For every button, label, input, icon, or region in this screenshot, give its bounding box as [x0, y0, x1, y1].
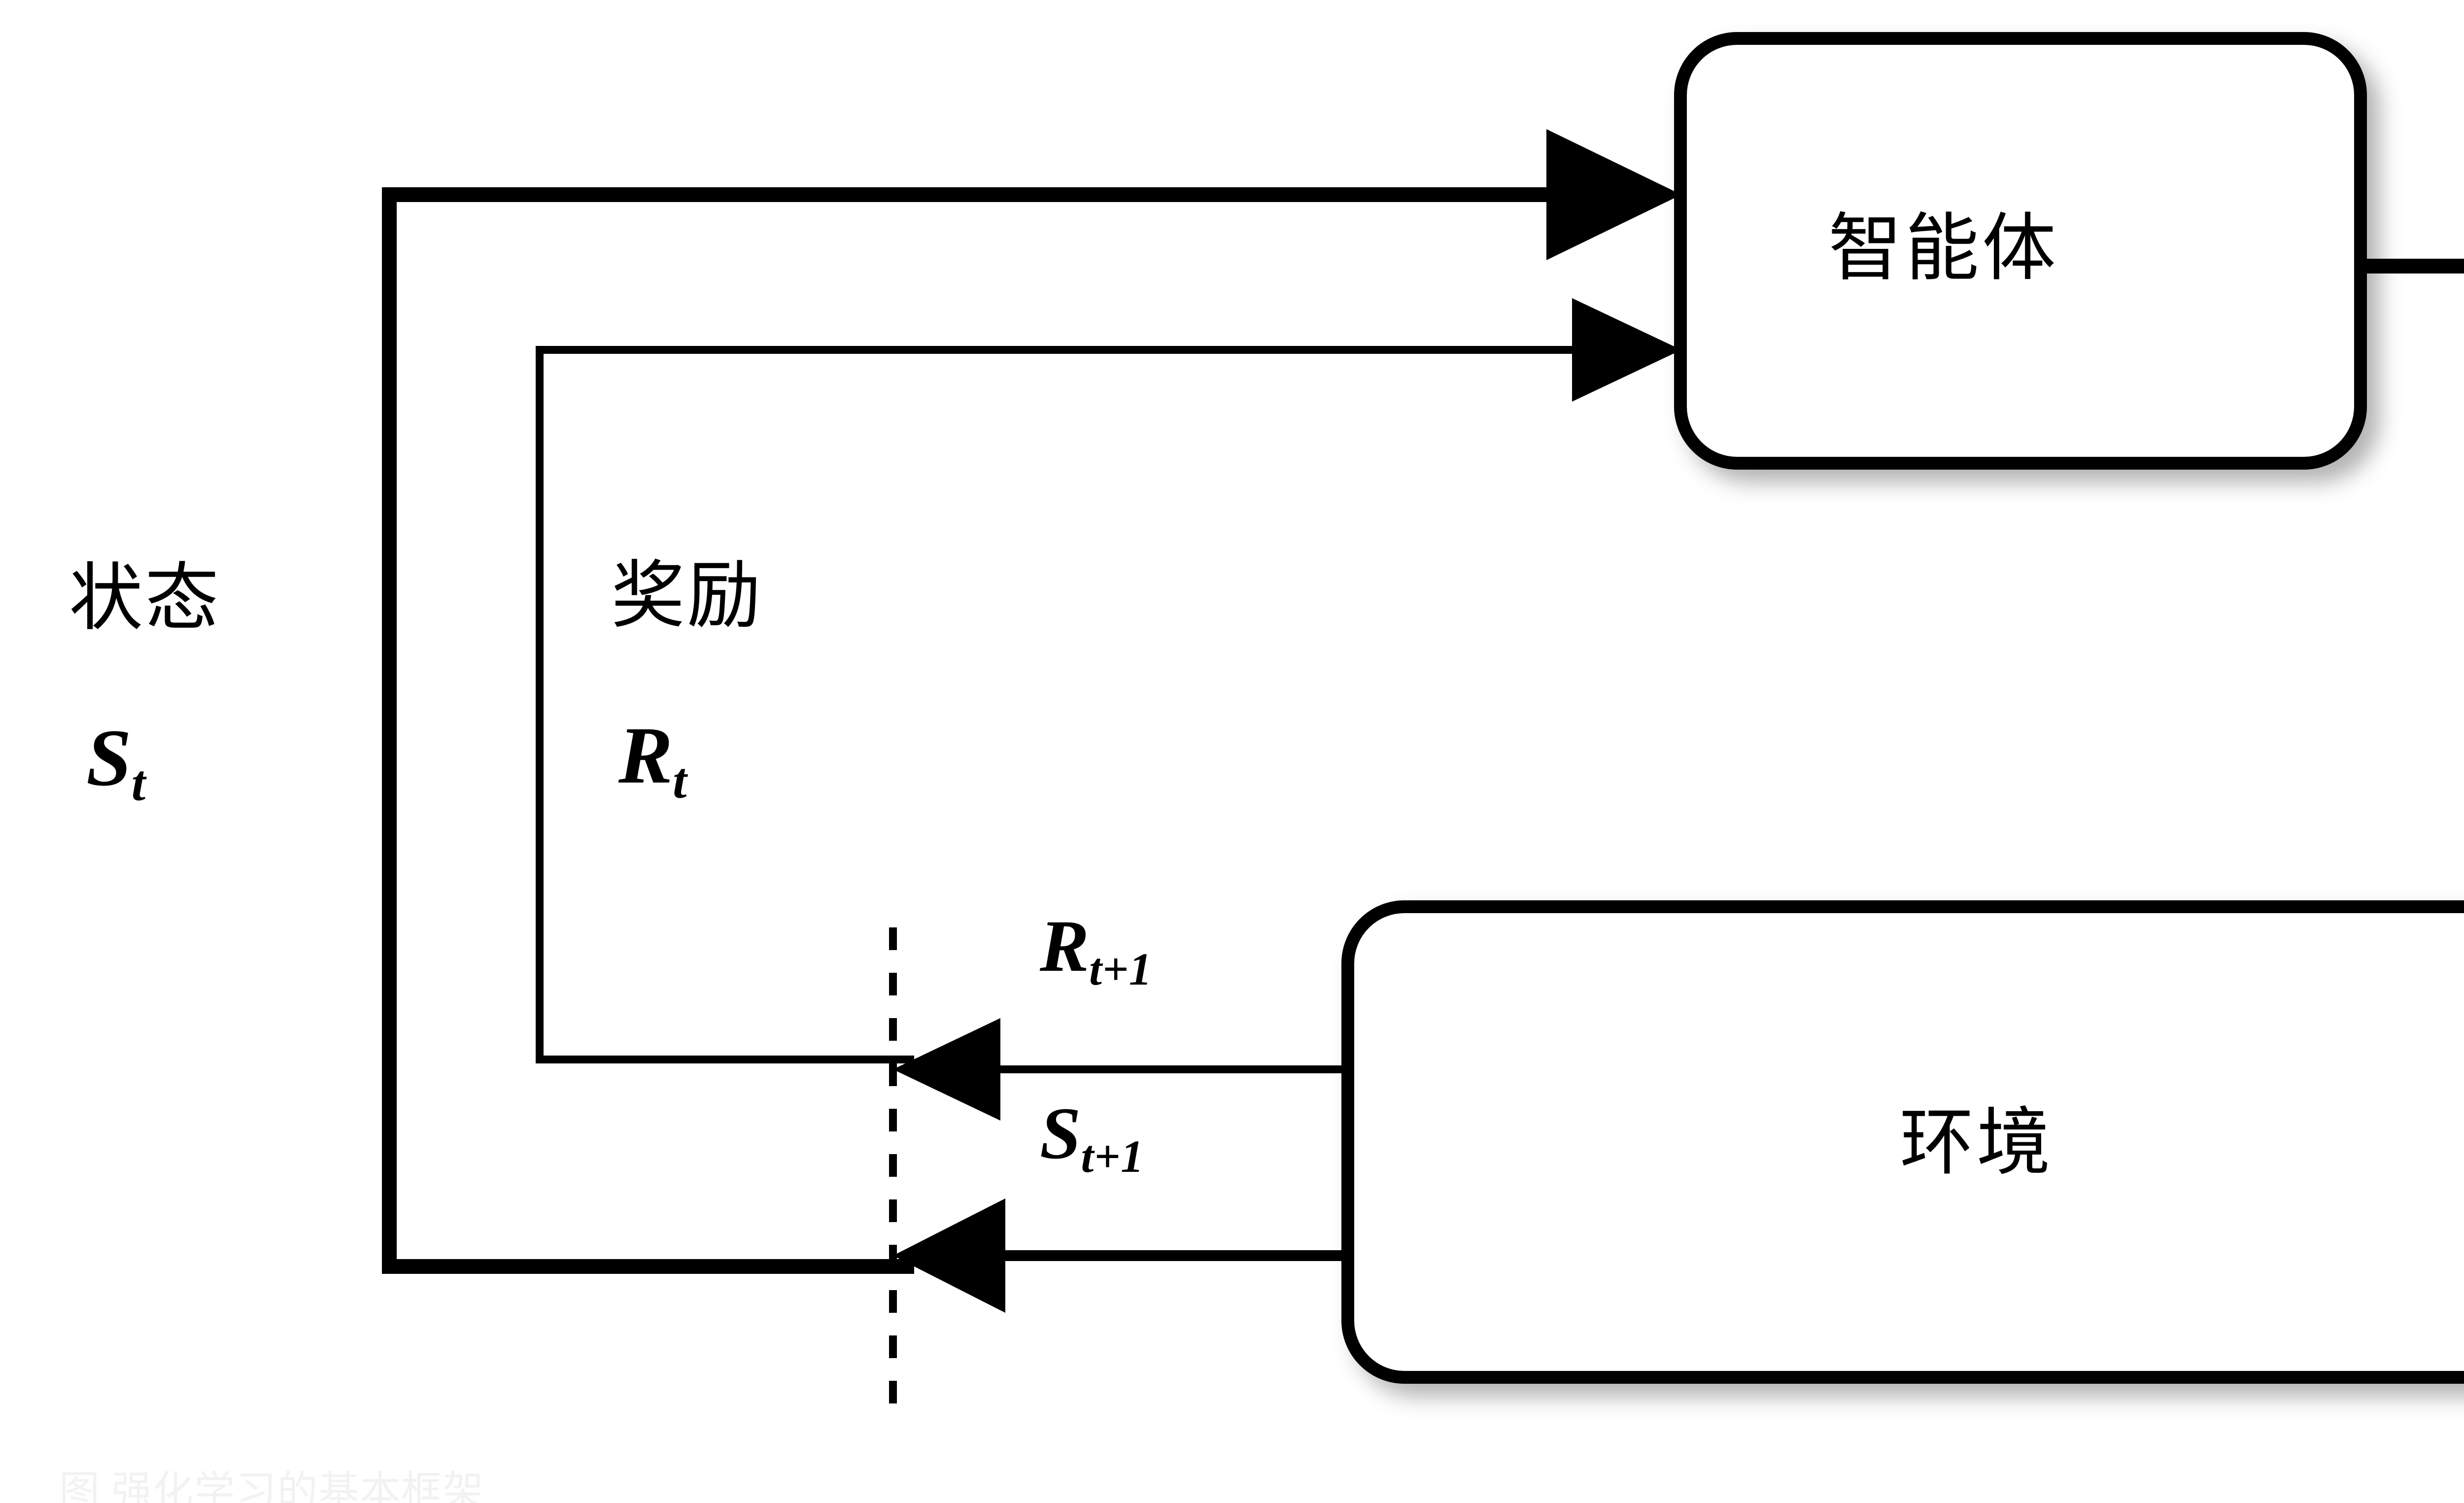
state-symbol-letter: S — [86, 713, 132, 803]
reward-next-arrowhead — [893, 1018, 1000, 1121]
reward-symbol-letter: R — [618, 710, 673, 800]
reward-next-symbol-label: Rt+1 — [1040, 909, 1152, 992]
state-next-arrowhead — [893, 1198, 1005, 1313]
state-edge[interactable] — [382, 129, 1681, 1274]
environment-box[interactable] — [1341, 900, 2464, 1384]
reward-group-label: 奖励 — [611, 555, 763, 637]
environment-label: 环境 — [1900, 1102, 2054, 1184]
reward-next-symbol-letter: R — [1040, 905, 1090, 987]
agent-node[interactable] — [1674, 32, 2367, 470]
state-next-symbol-label: St+1 — [1040, 1096, 1144, 1180]
state-symbol-subscript: t — [131, 755, 146, 812]
reward-edge[interactable] — [536, 298, 1681, 1063]
environment-node[interactable] — [1341, 900, 2464, 1384]
reward-next-symbol-subscript: t+1 — [1089, 944, 1153, 995]
state-edge-line[interactable] — [382, 187, 1626, 1274]
agent-label: 智能体 — [1828, 208, 2059, 290]
state-next-edge[interactable] — [893, 1198, 1348, 1313]
reward-edge-line[interactable] — [536, 346, 1641, 1063]
state-arrowhead — [1546, 129, 1681, 260]
figure-caption: 图 强化学习的基本框架 — [59, 1469, 484, 1503]
state-group-label: 状态 — [69, 558, 221, 640]
reward-symbol-label: Rt — [618, 715, 687, 807]
state-next-symbol-letter: S — [1040, 1093, 1081, 1174]
reward-symbol-subscript: t — [673, 753, 687, 809]
reward-arrowhead — [1572, 298, 1681, 402]
state-next-symbol-subscript: t+1 — [1081, 1131, 1144, 1182]
agent-box[interactable] — [1674, 32, 2367, 470]
reward-next-edge[interactable] — [893, 1018, 1348, 1121]
state-symbol-label: St — [86, 717, 146, 809]
